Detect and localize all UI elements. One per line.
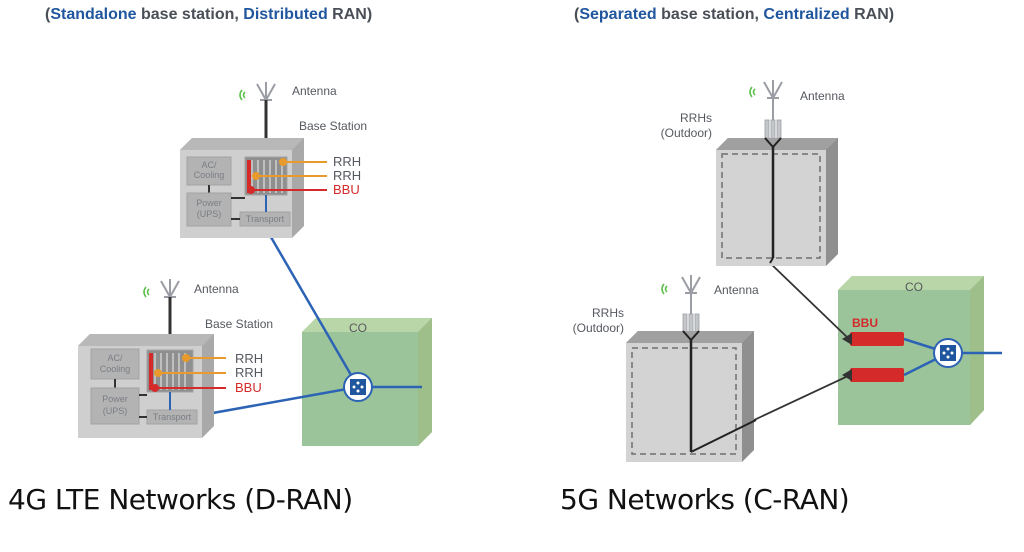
right-co-label: CO [905,280,923,294]
bbu-pool-label: BBU [852,316,878,330]
link-bs2-to-co [195,385,359,418]
module-power-label: Power [102,394,128,404]
rrh-callout: RRH [235,365,263,380]
rrh-outdoor-label: (Outdoor) [573,321,624,335]
module-ups-label: (UPS) [197,209,222,219]
subtitle-mid: base station, [656,6,764,23]
cran-site-1: Antenna RRHs (Outdoor) [661,79,845,266]
bbu-callout: BBU [333,182,360,197]
module-power-label: Power [196,198,222,208]
subtitle-end: RAN) [849,6,895,23]
rrh-callout: RRH [235,351,263,366]
left-subtitle: (Standalone base station, Distributed RA… [45,6,372,24]
right-caption: 5G Networks (C-RAN) [560,483,850,516]
antenna-icon [681,274,701,294]
bbu-unit [850,332,904,346]
right-subtitle: (Separated base station, Centralized RAN… [574,6,894,24]
base-station-2: Antenna Base Station AC/ Cooling Power (… [78,278,273,438]
rrh-label: RRHs [592,306,624,320]
right-hub-icon [933,338,963,368]
paren: ( [574,6,580,23]
subtitle-term-separated: Separated [579,6,657,23]
module-ac-label: AC/ [107,353,123,363]
antenna-label: Antenna [714,283,759,297]
fronthaul-site1 [769,262,849,339]
antenna-label: Antenna [194,282,239,296]
wifi-icon [143,286,150,298]
subtitle-term-distributed: Distributed [243,6,328,23]
right-central-office: CO BBU [838,276,984,425]
rrh-callout: RRH [333,154,361,169]
subtitle-term-standalone: Standalone [50,6,137,23]
left-caption: 4G LTE Networks (D-RAN) [8,483,353,516]
subtitle-term-centralized: Centralized [763,6,850,23]
bbu-callout: BBU [235,380,262,395]
module-cooling-label: Cooling [194,170,225,180]
left-hub-icon [343,372,373,402]
antenna-icon [160,278,180,298]
wifi-icon [661,283,668,295]
module-transport-label: Transport [153,412,192,422]
rrh-label: RRHs [680,111,712,125]
rrh-callout: RRH [333,168,361,183]
left-central-office: CO [302,318,432,446]
module-ups-label: (UPS) [103,406,128,416]
antenna-icon [256,81,276,101]
rrh-outdoor-label: (Outdoor) [661,126,712,140]
antenna-label: Antenna [800,89,845,103]
wifi-icon [239,89,246,101]
base-station-1: Antenna Base Station AC/ Cooling Power (… [180,81,367,238]
module-transport-label: Transport [246,214,285,224]
paren: ( [45,6,51,23]
antenna-label: Antenna [292,84,337,98]
module-ac-label: AC/ [201,160,217,170]
subtitle-mid: base station, [136,6,244,23]
module-cooling-label: Cooling [100,364,131,374]
base-station-label: Base Station [205,317,273,331]
wifi-icon [749,86,756,98]
base-station-label: Base Station [299,119,367,133]
cran-site-2: Antenna RRHs (Outdoor) [573,274,759,462]
antenna-icon [763,79,783,99]
left-co-label: CO [349,321,367,335]
subtitle-end: RAN) [327,6,373,23]
bbu-unit [850,368,904,382]
link-bs1-to-co [266,231,360,388]
